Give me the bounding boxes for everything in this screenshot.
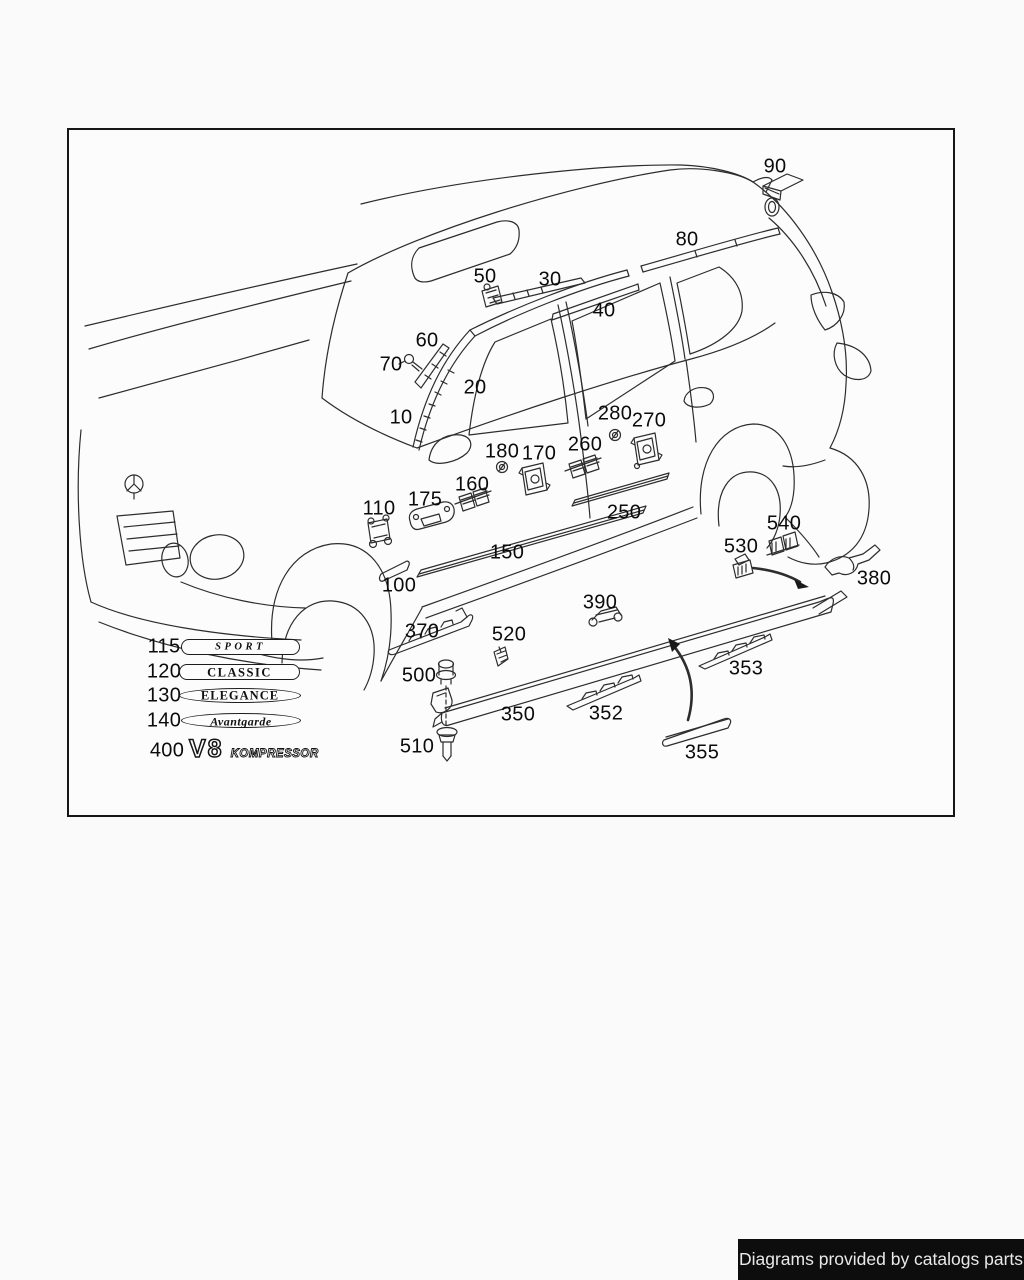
part-label-350: 350 [500,703,536,726]
part-icon-380 [824,544,881,576]
part-label-180: 180 [484,440,520,463]
badge-number-115: 115 [147,635,181,658]
part-label-50: 50 [473,265,497,288]
badge-avantgarde: Avantgarde [181,713,301,728]
part-icon-50 [481,277,586,308]
part-label-270: 270 [631,409,667,432]
part-icon-270 [630,432,663,470]
part-icon-170 [518,462,551,496]
arrow-355-head [668,638,680,652]
badge-sport: SPORT [181,639,300,655]
part-icon-390 [588,606,623,627]
part-icon-180 [495,460,509,474]
part-icon-30 [469,269,630,337]
part-icon-160 [454,487,492,512]
part-label-540: 540 [766,512,802,535]
part-label-352: 352 [588,702,624,725]
part-label-530: 530 [723,535,759,558]
part-icon-150 [416,505,647,578]
part-icon-350 [432,590,848,728]
part-icon-90 [762,173,804,217]
badge-text-sport: SPORT [215,641,266,653]
part-icon-353 [698,633,773,670]
footer-credit-text: Diagrams provided by catalogs parts [738,1249,1024,1269]
part-label-520: 520 [491,623,527,646]
part-icon-260 [564,454,602,479]
part-label-150: 150 [489,541,525,564]
car-diagram-svg [77,164,881,762]
badge-kompressor-text: KOMPRESSOR [230,748,319,760]
part-icon-10-20 [412,329,476,451]
badge-elegance: ELEGANCE [179,688,301,703]
part-label-100: 100 [381,574,417,597]
part-label-20: 20 [463,376,487,399]
part-label-510: 510 [399,735,435,758]
arrow-355-to-sill [671,643,693,722]
part-label-90: 90 [763,155,787,178]
part-icon-540 [766,531,800,556]
arrow-530-to-sill [751,566,802,584]
badge-number-130: 130 [146,684,182,707]
part-label-380: 380 [856,567,892,590]
badge-number-120: 120 [146,660,182,683]
part-label-10: 10 [389,406,413,429]
badge-text-elegance: ELEGANCE [200,688,280,703]
part-label-170: 170 [521,442,557,465]
badge-text-classic: CLASSIC [207,665,272,680]
part-label-160: 160 [454,473,490,496]
part-icon-280 [608,428,622,442]
badge-text-avantgarde: Avantgarde [210,714,272,728]
part-label-110: 110 [362,497,396,520]
part-icon-500-bracket [430,687,453,714]
part-label-30: 30 [538,268,562,291]
part-label-80: 80 [675,228,699,251]
part-icon-60 [414,343,450,389]
molding-strips [378,227,848,747]
part-label-60: 60 [415,329,439,352]
part-icon-250 [571,472,670,507]
badge-number-140: 140 [146,709,182,732]
footer-credit-bar: Diagrams provided by catalogs parts [738,1239,1024,1280]
part-label-175: 175 [407,488,443,511]
part-icon-510 [436,726,458,762]
part-icon-70 [398,353,423,372]
part-label-353: 353 [728,657,764,680]
badge-v8-kompressor: V8 KOMPRESSOR [188,735,319,763]
badge-classic: CLASSIC [179,664,300,680]
arrow-530-head [794,579,809,589]
part-label-390: 390 [582,591,618,614]
part-label-500: 500 [401,664,437,687]
badge-number-400: 400 [149,739,185,762]
badge-v8-text: V8 [188,735,224,763]
part-icon-80 [640,227,781,273]
small-parts [367,173,881,762]
part-icon-530 [732,553,754,579]
part-label-250: 250 [606,501,642,524]
part-icon-370 [387,607,474,656]
part-icon-110 [367,514,393,549]
car-outline [77,164,872,691]
part-label-355: 355 [684,741,720,764]
part-label-370: 370 [404,620,440,643]
part-icon-355 [661,717,732,747]
part-icon-520 [493,646,509,667]
part-icon-352 [566,674,642,711]
part-label-260: 260 [567,433,603,456]
part-label-280: 280 [597,402,633,425]
part-icon-500 [435,659,457,685]
part-label-70: 70 [379,353,403,376]
callout-arrows [668,566,809,722]
part-icon-175 [408,501,455,531]
part-icon-100 [378,560,410,582]
part-label-40: 40 [592,299,616,322]
part-icon-40 [551,283,640,321]
